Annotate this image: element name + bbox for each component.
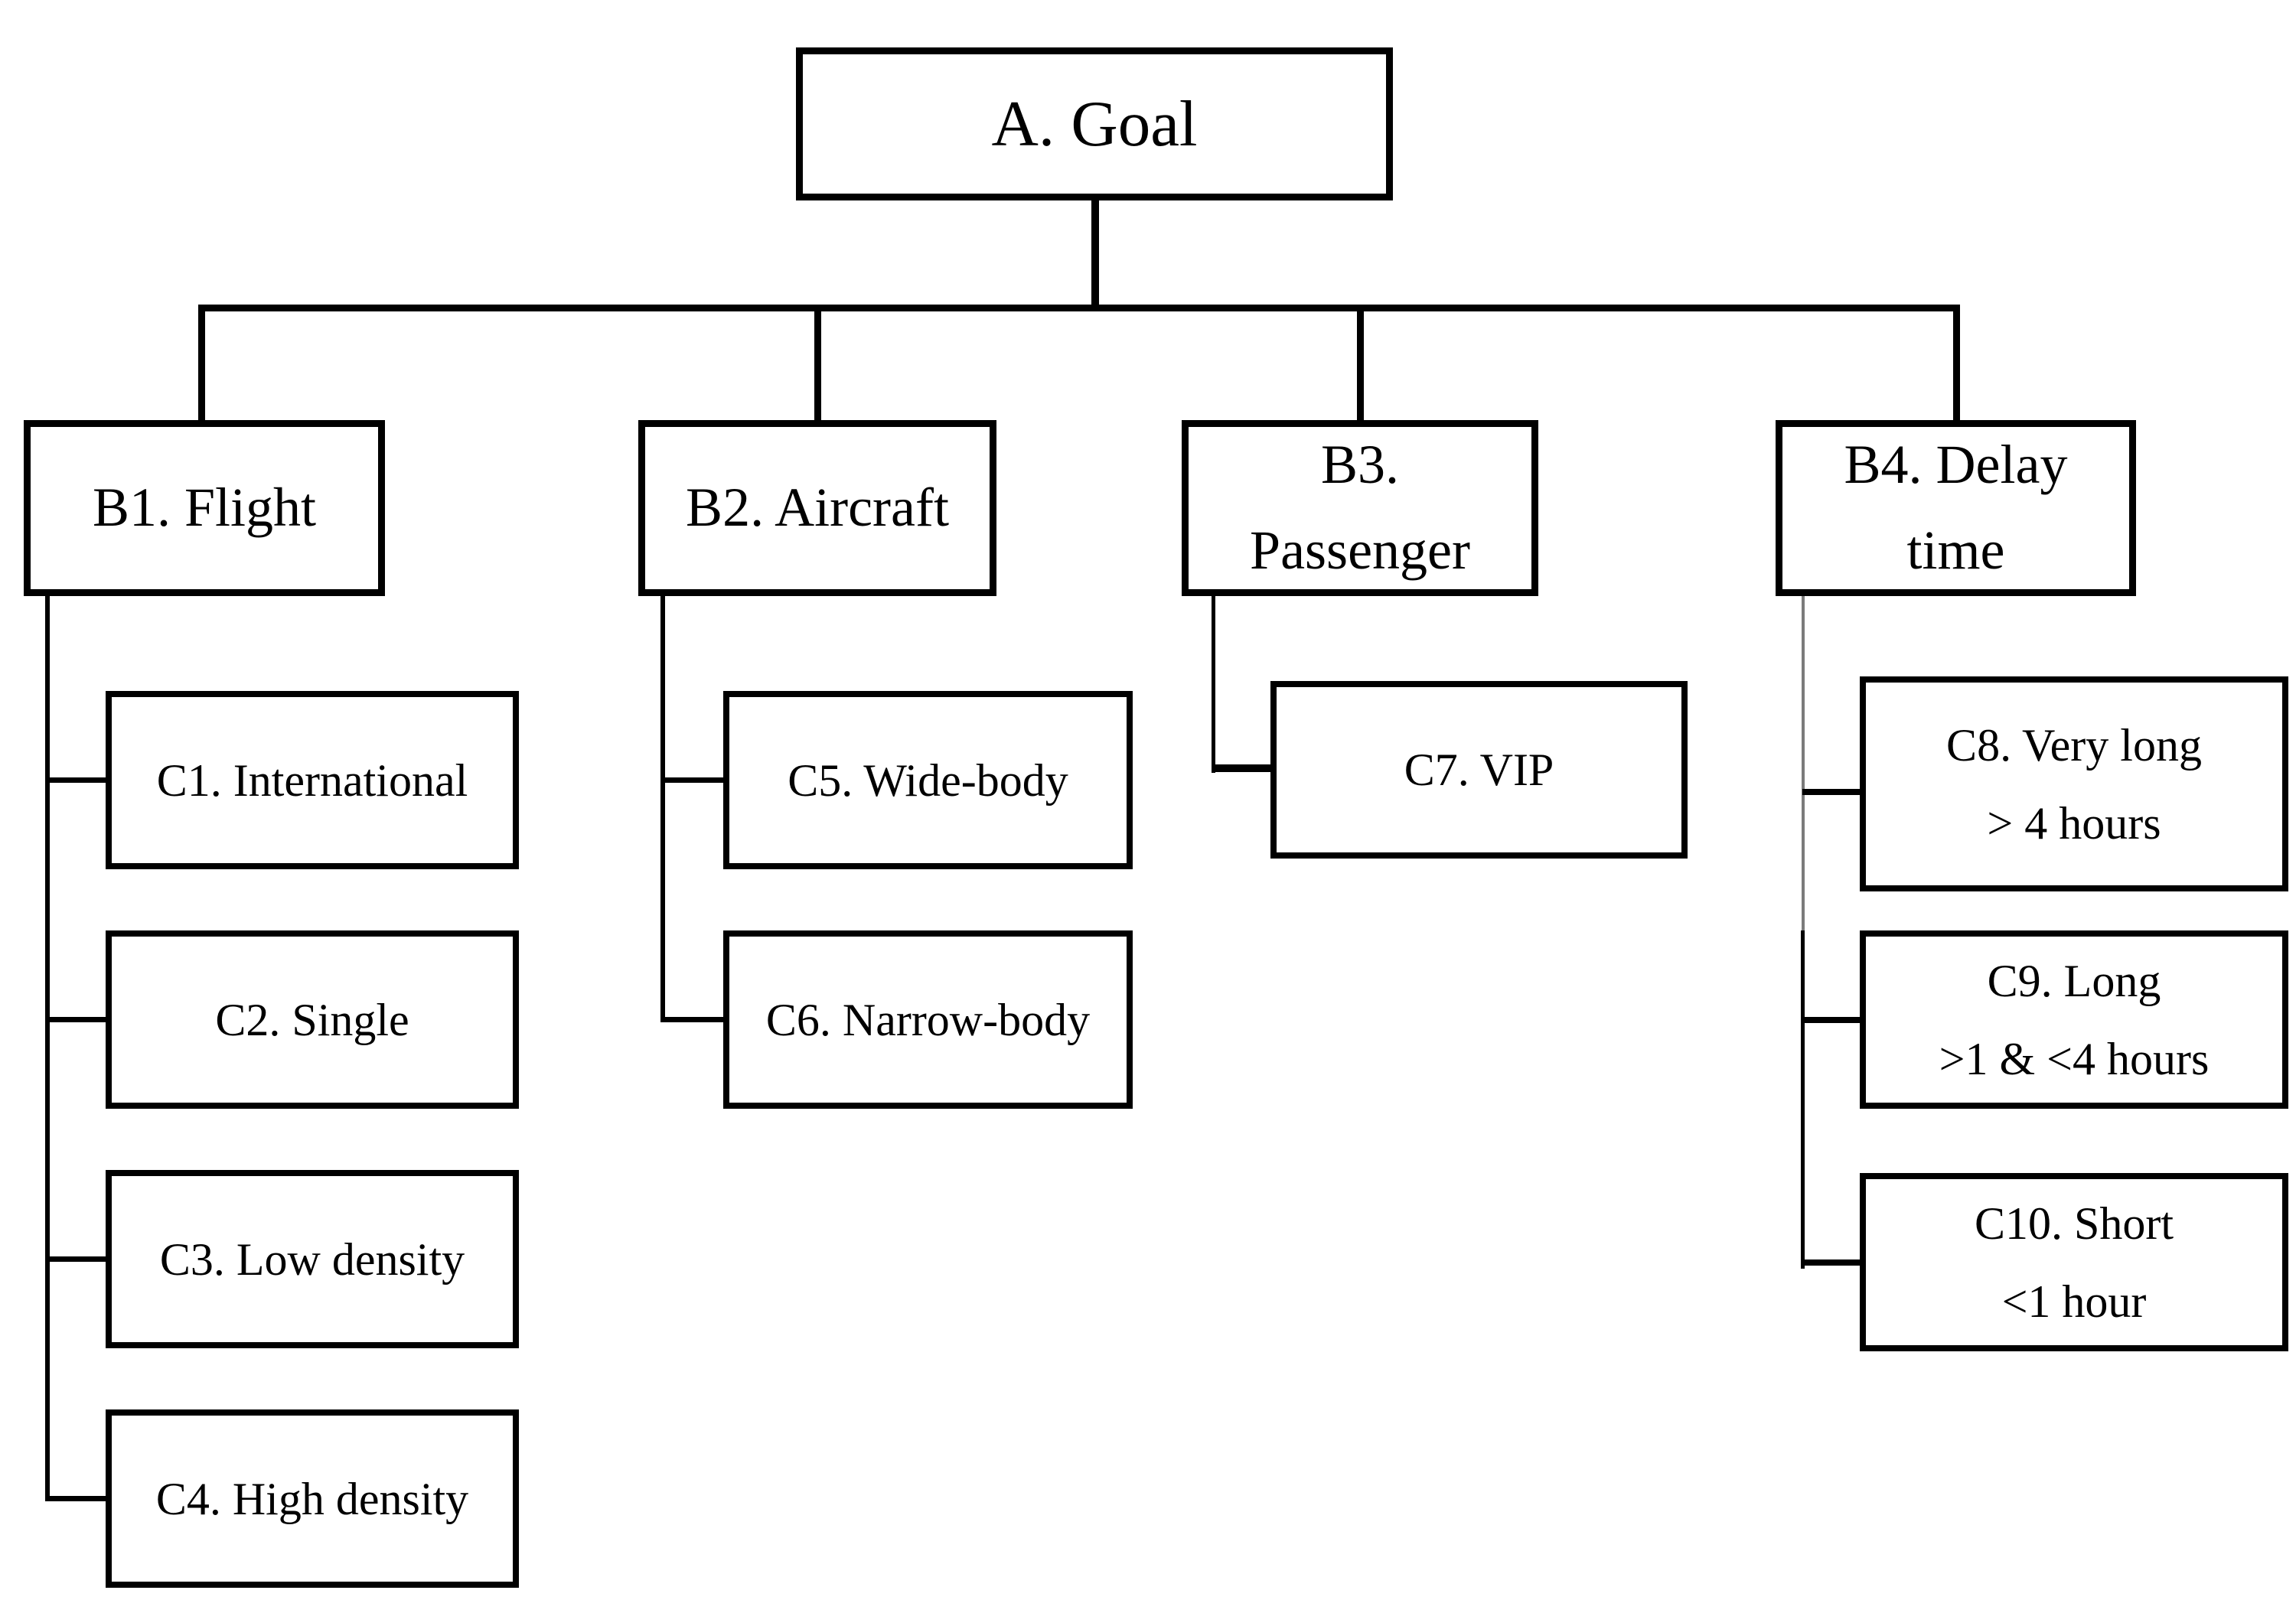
node-label: A. Goal (991, 88, 1198, 160)
node-label: C6. Narrow-body (765, 994, 1091, 1045)
connector-segment (201, 305, 1960, 311)
connector-segment (1802, 1259, 1860, 1266)
node-label: C2. Single (215, 994, 409, 1045)
connector-segment (1953, 305, 1960, 421)
node-c10-short: C10. Short <1 hour (1860, 1173, 2288, 1351)
connector-segment (198, 305, 205, 421)
connector-segment (1802, 595, 1805, 934)
node-c2-single: C2. Single (106, 930, 519, 1109)
node-c9-long: C9. Long >1 & <4 hours (1860, 930, 2288, 1109)
connector-segment (1357, 305, 1364, 421)
connector-segment (814, 305, 821, 421)
connector-segment (660, 1017, 723, 1022)
node-label: C7. VIP (1404, 745, 1554, 795)
connector-segment (45, 595, 50, 1501)
node-c4-high-density: C4. High density (106, 1409, 519, 1588)
node-label: C8. Very long > 4 hours (1946, 719, 2202, 849)
connector-segment (660, 777, 723, 783)
node-c5-wide-body: C5. Wide-body (723, 691, 1133, 869)
node-c7-vip: C7. VIP (1270, 681, 1688, 859)
node-label: C3. Low density (159, 1233, 465, 1285)
node-label: C9. Long >1 & <4 hours (1939, 955, 2210, 1084)
node-b4-delay-time: B4. Delay time (1776, 420, 2136, 596)
node-c8-very-long: C8. Very long > 4 hours (1860, 676, 2288, 891)
node-b2-aircraft: B2. Aircraft (638, 420, 996, 596)
connector-segment (1802, 789, 1860, 795)
connector-segment (1091, 200, 1099, 308)
node-c3-low-density: C3. Low density (106, 1170, 519, 1348)
node-label: B3. Passenger (1250, 434, 1470, 581)
node-label: C1. International (156, 754, 468, 806)
node-c1-international: C1. International (106, 691, 519, 869)
connector-segment (660, 595, 665, 1022)
connector-segment (45, 1017, 106, 1022)
node-b3-passenger: B3. Passenger (1182, 420, 1538, 596)
node-label: B1. Flight (92, 477, 317, 539)
node-b1-flight: B1. Flight (24, 420, 385, 596)
connector-segment (45, 777, 106, 783)
node-label: C5. Wide-body (788, 754, 1068, 806)
node-label: C4. High density (155, 1473, 469, 1524)
connector-segment (1212, 595, 1215, 773)
connector-segment (45, 1256, 106, 1262)
connector-segment (1802, 1017, 1860, 1023)
node-label: C10. Short <1 hour (1974, 1198, 2174, 1327)
node-label: B2. Aircraft (686, 477, 949, 539)
connector-segment (45, 1496, 106, 1501)
node-c6-narrow-body: C6. Narrow-body (723, 930, 1133, 1109)
connector-segment (1801, 930, 1805, 1269)
node-a-goal: A. Goal (796, 47, 1393, 200)
connector-segment (1212, 764, 1270, 772)
node-label: B4. Delay time (1844, 434, 2068, 581)
